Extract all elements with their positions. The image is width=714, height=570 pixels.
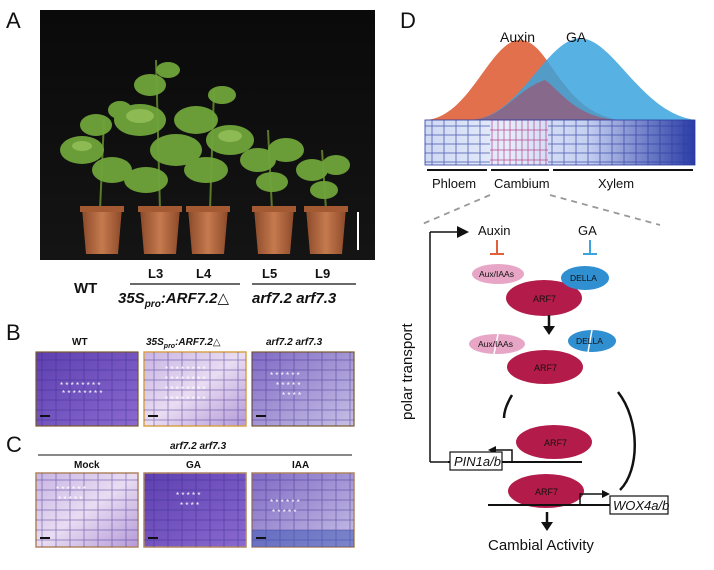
hormone-gradient-curves (425, 38, 695, 120)
mech-auxin-label: Auxin (478, 223, 511, 238)
curve-ga-label: GA (566, 29, 587, 45)
panel-c-treatment-iaa: IAA (292, 460, 309, 471)
zoom-guides (419, 194, 661, 226)
tissue-cambium-label: Cambium (494, 176, 550, 191)
complex-arf7-label: ARF7 (533, 294, 556, 304)
tissue-xylem-label: Xylem (598, 176, 634, 191)
panel-a-mutant-label: arf7.2 arf7.3 (252, 290, 337, 307)
svg-text:* * * *: * * * * (180, 501, 199, 510)
panel-a-letter: A (6, 8, 21, 33)
complex-aux-iaa-label: Aux/IAAs (479, 269, 514, 279)
panel-c-micrographs: * * * * * * * * * * * * * * * * * * * * … (35, 472, 355, 548)
panel-c-genotype-label: arf7.2 arf7.3 (170, 441, 227, 452)
panel-a-line-l3: L3 (148, 266, 163, 281)
wox-promoter (488, 474, 669, 515)
panel-c-letter: C (6, 432, 22, 457)
panel-c-treatment-mock: Mock (74, 460, 100, 471)
svg-text:* * * * *: * * * * * (272, 508, 296, 517)
repression-complex (472, 264, 609, 316)
cambial-activity-label: Cambial Activity (488, 537, 594, 554)
svg-text:* * * * *: * * * * * (176, 491, 200, 500)
svg-text:* * * * *: * * * * * (276, 381, 300, 390)
output-arrow (541, 512, 553, 531)
panel-a-wt-label: WT (74, 280, 97, 297)
svg-text:* * * * * * * *: * * * * * * * * (60, 381, 100, 390)
panel-d-letter: D (400, 8, 416, 33)
svg-text:* * * * * * * *: * * * * * * * * (165, 385, 205, 394)
panel-b-letter: B (6, 320, 21, 345)
panel-a-overexp-label: 35Spro:ARF7.2△ (118, 290, 230, 310)
free-arf7-label: ARF7 (534, 363, 557, 373)
pin-arf7-label: ARF7 (544, 438, 567, 448)
svg-text:* * * * * * * *: * * * * * * * * (165, 395, 205, 404)
svg-text:* * * * * * * *: * * * * * * * * (62, 389, 102, 398)
pin-promoter (448, 425, 592, 471)
svg-text:* * * *: * * * * (282, 391, 301, 400)
inhibition-bars (490, 240, 597, 255)
svg-text:* * * * * *: * * * * * * (270, 498, 300, 507)
tissue-section-strip (424, 119, 696, 166)
released-components (469, 329, 616, 384)
panel-b-micrographs: * * * * * * * * * * * * * * * * * * * * … (35, 351, 355, 427)
mech-ga-label: GA (578, 223, 597, 238)
plant-illustrations (60, 59, 359, 254)
degradation-arrow (543, 315, 555, 335)
svg-text:* * * * * *: * * * * * * (270, 371, 300, 380)
complex-della-label: DELLA (570, 273, 597, 283)
free-della-label: DELLA (576, 336, 603, 346)
svg-text:* * * * *: * * * * * (58, 495, 82, 504)
pin-gene-label: PIN1a/b (454, 454, 501, 469)
panel-b-mutant-label: arf7.2 arf7.3 (266, 337, 323, 348)
panel-a-line-l9: L9 (315, 266, 330, 281)
svg-text:* * * * * * * *: * * * * * * * * (165, 375, 205, 384)
tissue-phloem-label: Phloem (432, 176, 476, 191)
panel-a-line-l4: L4 (196, 266, 212, 281)
wox-arf7-label: ARF7 (535, 487, 558, 497)
panel-c-treatment-ga: GA (186, 460, 201, 471)
free-aux-iaa-label: Aux/IAAs (478, 339, 513, 349)
panel-a-line-l5: L5 (262, 266, 277, 281)
panel-b-wt-label: WT (72, 337, 88, 348)
polar-transport-loop (429, 226, 469, 463)
wox-gene-label: WOX4a/b (613, 498, 669, 513)
svg-text:* * * * * * * *: * * * * * * * * (165, 365, 205, 374)
binding-brackets (502, 391, 636, 491)
svg-text:* * * * * *: * * * * * * (56, 485, 86, 494)
panel-b-overexp-label: 35Spro:ARF7.2△ (146, 337, 221, 350)
polar-transport-label: polar transport (399, 322, 416, 420)
curve-auxin-label: Auxin (500, 29, 535, 45)
